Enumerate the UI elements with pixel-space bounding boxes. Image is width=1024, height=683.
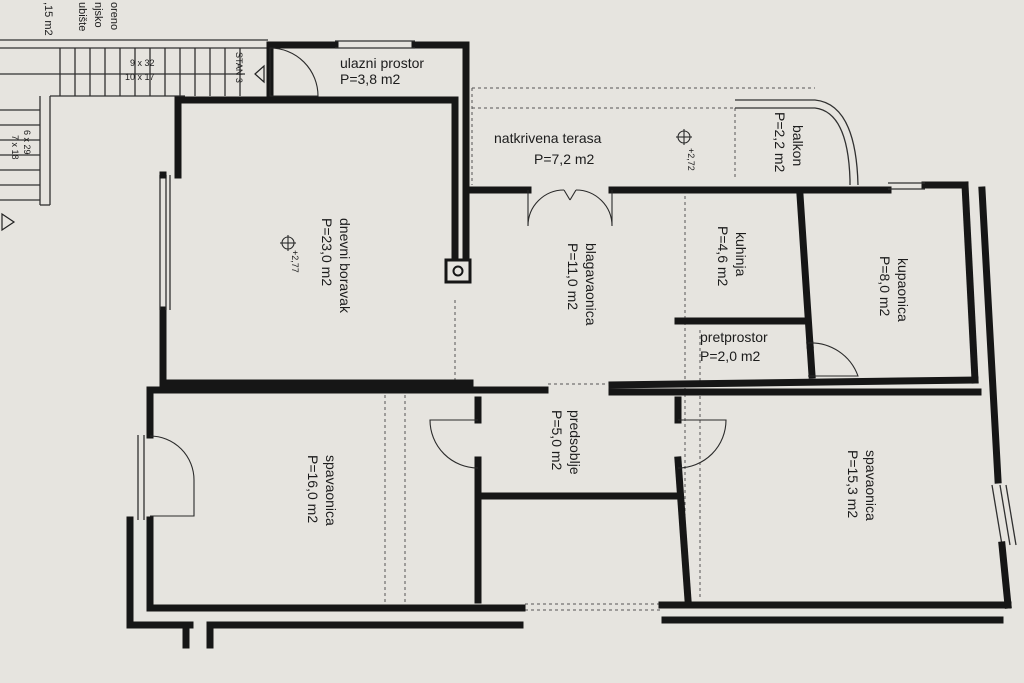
pretprostor-area: P=2,0 m2 xyxy=(700,348,761,364)
kupaonica-name: kupaonica xyxy=(895,258,911,322)
edge-note-1: oreno xyxy=(108,2,120,30)
kupaonica-area: P=8,0 m2 xyxy=(877,256,893,317)
shaft-circle-icon xyxy=(452,265,464,277)
pretprostor-name: pretprostor xyxy=(700,329,768,345)
level-marker-living xyxy=(280,235,296,251)
natkrivena-terasa-area: P=7,2 m2 xyxy=(534,151,595,167)
bedroom-right-door-arc xyxy=(677,419,727,469)
spavaonica-left-name: spavaonica xyxy=(323,455,339,526)
balkon-area: P=2,2 m2 xyxy=(772,112,788,173)
edge-note-2: njsko xyxy=(92,2,104,28)
bath-door-arc xyxy=(807,342,859,377)
spavaonica-right-name: spavaonica xyxy=(863,450,879,521)
stair-dim-side-2: 7 x 18 xyxy=(10,135,20,160)
spavaonica-right-area: P=15,3 m2 xyxy=(845,450,861,518)
bedroom-window-door xyxy=(149,435,195,517)
edge-note-4: ,15 m2 xyxy=(42,2,54,36)
dining-door-left xyxy=(527,189,565,227)
balcony-outline xyxy=(735,107,851,185)
dining-door-right xyxy=(575,189,613,227)
ulazni-prostor-area: P=3,8 m2 xyxy=(340,71,401,87)
kuhinja-area: P=4,6 m2 xyxy=(715,226,731,287)
dnevni-boravak-area: P=23,0 m2 xyxy=(319,218,335,286)
balkon-name: balkon xyxy=(790,125,806,166)
dnevni-boravak-name: dnevni boravak xyxy=(337,218,353,314)
stair-dim-top-1: 9 x 32 xyxy=(130,58,155,68)
predsoblje-area: P=5,0 m2 xyxy=(549,410,565,471)
level-living: +2,77 xyxy=(290,250,300,273)
stair-arrow-icon xyxy=(254,64,265,84)
entry-door-arc xyxy=(269,47,319,97)
unit-label: STAN 3 xyxy=(234,52,244,83)
predsoblje-name: predsoblje xyxy=(567,410,583,475)
doors xyxy=(149,47,859,517)
staircase xyxy=(0,39,268,232)
edge-note-3: ubište xyxy=(76,2,88,31)
level-terrace: +2,72 xyxy=(686,148,696,171)
stair-arrow-left-icon xyxy=(1,212,16,232)
level-marker-terrace xyxy=(676,129,692,145)
blagavaonica-area: P=11,0 m2 xyxy=(565,243,581,310)
stair-dim-top-2: 10 x 17 xyxy=(125,72,155,82)
kuhinja-name: kuhinja xyxy=(733,232,749,277)
spavaonica-left-area: P=16,0 m2 xyxy=(305,455,321,523)
ulazni-prostor-name: ulazni prostor xyxy=(340,55,424,71)
balcony-outline-outer xyxy=(735,99,859,186)
natkrivena-terasa-name: natkrivena terasa xyxy=(494,130,602,146)
bedroom-left-door-arc xyxy=(429,419,479,469)
stair-dim-side-1: 6 x 29 xyxy=(22,130,32,155)
blagavaonica-name: blagavaonica xyxy=(583,243,599,326)
shaft-box xyxy=(444,258,472,284)
